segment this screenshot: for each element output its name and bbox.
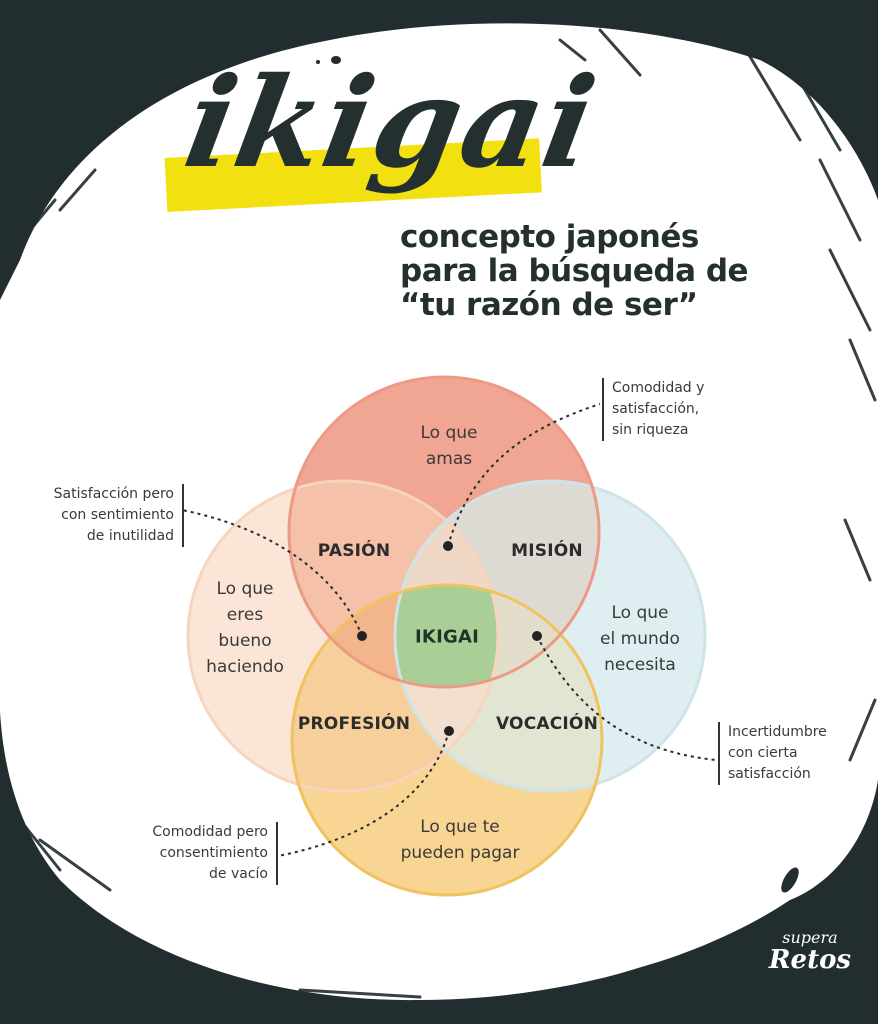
- annotation-bottom-left: Comodidad pero consentimiento de vacío: [152, 822, 278, 885]
- label-line: eres: [226, 605, 264, 625]
- annotation-line: Comodidad pero: [152, 824, 268, 840]
- annotation-line: de inutilidad: [86, 528, 174, 544]
- annotation-bottom-right: Incertidumbre con cierta satisfacción: [718, 722, 827, 785]
- label-line: Lo que: [216, 579, 274, 599]
- label-line: necesita: [604, 655, 676, 675]
- intersection-pasion: PASIÓN: [317, 541, 391, 561]
- label-line: haciendo: [206, 657, 284, 677]
- intersection-mision: MISIÓN: [511, 541, 583, 561]
- circle-label-good-at: Lo que eres bueno haciendo: [206, 576, 284, 680]
- connector-bottom-left: [277, 730, 450, 857]
- subtitle-line: concepto japonés: [400, 219, 699, 255]
- annotation-line: satisfacción: [728, 766, 811, 782]
- label-line: Lo que: [420, 423, 478, 443]
- circle-label-paid: Lo que te pueden pagar: [401, 814, 520, 866]
- circle-label-love: Lo que amas: [420, 420, 477, 472]
- circle-label-world-needs: Lo que el mundo necesita: [600, 600, 680, 678]
- label-line: Lo que te: [420, 817, 500, 837]
- label-line: el mundo: [600, 629, 680, 649]
- intersection-vocacion: VOCACIÓN: [495, 714, 599, 734]
- intersection-ikigai: IKIGAI: [415, 626, 479, 648]
- label-line: bueno: [218, 631, 272, 651]
- annotation-line: con sentimiento: [61, 507, 174, 523]
- subtitle: concepto japonés para la búsqueda de “tu…: [400, 219, 749, 323]
- annotation-line: sin riqueza: [612, 422, 689, 438]
- annotation-line: consentimiento: [159, 845, 268, 861]
- marker-dot: [357, 631, 367, 641]
- connector-top-right: [447, 403, 601, 547]
- annotation-line: con cierta: [728, 745, 798, 761]
- annotation-line: de vacío: [209, 866, 268, 882]
- logo-line-1: supera: [782, 928, 838, 947]
- label-line: pueden pagar: [400, 843, 520, 863]
- marker-dot: [532, 631, 542, 641]
- connector-top-left: [181, 509, 363, 637]
- intersection-profesion: PROFESIÓN: [297, 714, 411, 734]
- subtitle-line: “tu razón de ser”: [400, 287, 698, 323]
- annotation-top-right: Comodidad y satisfacción, sin riqueza: [602, 378, 704, 441]
- subtitle-line: para la búsqueda de: [400, 253, 749, 289]
- annotation-line: Incertidumbre: [728, 724, 827, 740]
- label-line: Lo que: [611, 603, 669, 623]
- header: ikigai concepto japonés para la búsqueda…: [0, 0, 878, 340]
- annotation-line: Satisfacción pero: [53, 486, 174, 502]
- connector-bottom-right: [536, 635, 717, 761]
- marker-dot: [444, 726, 454, 736]
- annotation-line: Comodidad y: [612, 380, 705, 396]
- marker-dot: [443, 541, 453, 551]
- brand-logo: supera Retos: [760, 930, 860, 990]
- logo-line-2: Retos: [768, 945, 852, 975]
- label-line: amas: [425, 449, 473, 469]
- annotation-line: satisfacción,: [612, 401, 700, 417]
- annotation-top-left: Satisfacción pero con sentimiento de inu…: [54, 484, 184, 547]
